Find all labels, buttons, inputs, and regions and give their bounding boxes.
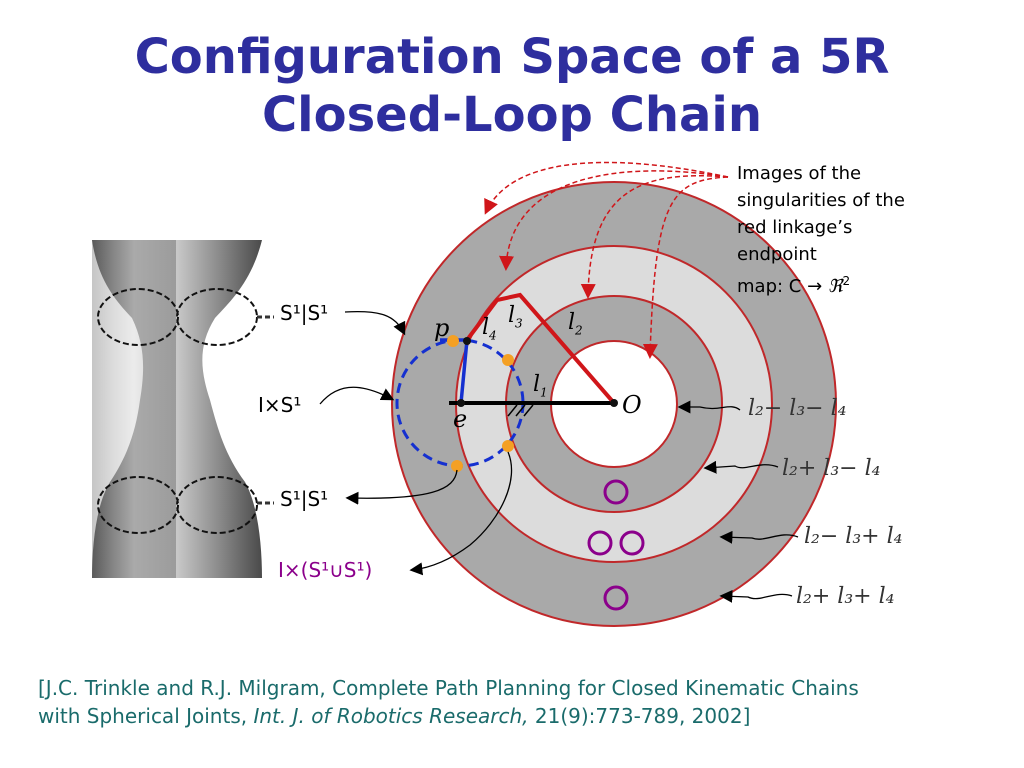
label-l2: l2	[568, 310, 583, 338]
label-l3: l3	[508, 303, 523, 331]
citation-journal: Int. J. of Robotics Research,	[253, 704, 529, 728]
link-red	[465, 292, 616, 405]
radius-label-4: l₂+ l₃+ l₄	[796, 584, 895, 609]
singularity-annotation: Images of the singularities of the red l…	[737, 160, 1007, 300]
label-o: O	[622, 391, 642, 419]
purple-circle-2	[587, 530, 613, 556]
label-arrows	[319, 310, 513, 576]
citation-line-2: with Spherical Joints, Int. J. of Roboti…	[38, 704, 751, 728]
label-ixs1: I×S¹	[258, 393, 302, 417]
label-p: p	[434, 314, 450, 342]
orange-point-4	[502, 440, 514, 452]
map-sup: 2	[842, 274, 851, 288]
page-title: Configuration Space of a 5R Closed-Loop …	[0, 28, 1024, 144]
purple-circle-4	[603, 585, 629, 611]
label-s1s1-top: S¹|S¹	[280, 301, 329, 325]
annotation-map-line: map: C → ℜ2	[737, 268, 1007, 300]
citation: [J.C. Trinkle and R.J. Milgram, Complete…	[38, 674, 998, 730]
label-s1s1-bottom: S¹|S¹	[280, 487, 329, 511]
map-prefix: map: C	[737, 276, 808, 297]
title-line-2: Closed-Loop Chain	[261, 87, 763, 143]
hatch-marks	[507, 404, 534, 417]
purple-circle-1	[603, 479, 629, 505]
joint-e	[457, 399, 465, 407]
map-arrow-icon: →	[807, 276, 823, 297]
orange-point-1	[447, 335, 459, 347]
radius-label-1: l₂− l₃− l₄	[748, 396, 847, 421]
label-l4: l4	[482, 315, 497, 343]
orange-point-3	[451, 460, 463, 472]
joint-p	[463, 337, 471, 345]
citation-line-1: [J.C. Trinkle and R.J. Milgram, Complete…	[38, 676, 859, 700]
singular-circle-top-left	[97, 288, 179, 346]
annotation-line-4: endpoint	[737, 244, 817, 265]
radius-arrows	[677, 400, 799, 603]
radius-label-2: l₂+ l₃− l₄	[782, 456, 881, 481]
label-ix-union: I×(S¹∪S¹)	[278, 558, 373, 582]
radius-label-3: l₂− l₃+ l₄	[804, 524, 903, 549]
config-surface	[92, 240, 274, 578]
title-line-1: Configuration Space of a 5R	[134, 29, 890, 85]
annotation-line-2: singularities of the	[737, 190, 905, 211]
map-suffix: ℜ	[822, 276, 843, 297]
annotation-line-1: Images of the	[737, 163, 862, 184]
joint-o	[610, 399, 618, 407]
label-l1: l1	[533, 372, 548, 400]
annotation-line-3: red linkage’s	[737, 217, 853, 238]
config-surface-left-tube	[92, 240, 176, 578]
singular-circle-bottom-right	[176, 476, 258, 534]
purple-circle-3	[619, 530, 645, 556]
singularity-arrows	[484, 161, 729, 359]
label-e: e	[453, 405, 468, 433]
singular-circle-bottom-left	[97, 476, 179, 534]
orange-point-2	[502, 354, 514, 366]
